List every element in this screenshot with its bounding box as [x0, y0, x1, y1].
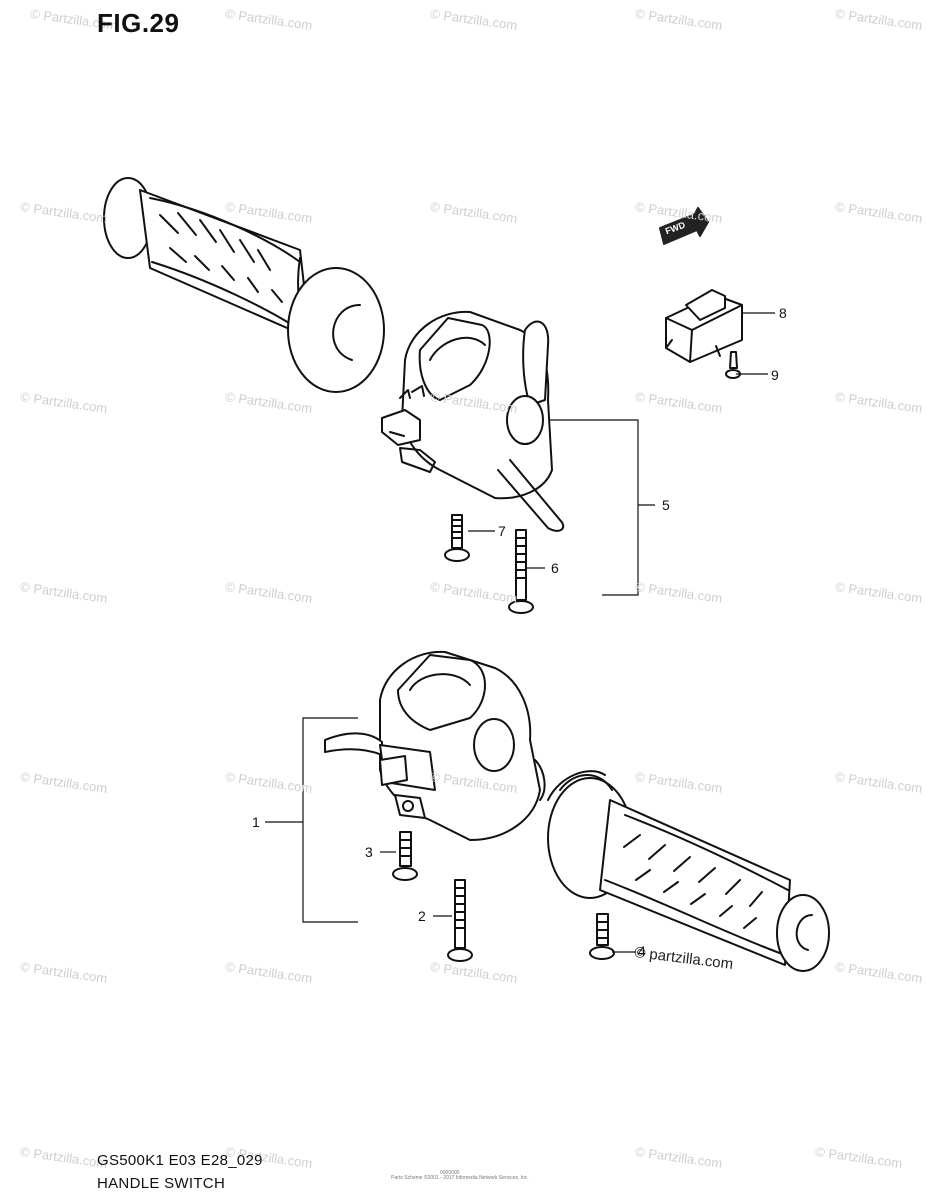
left-grip-icon	[103, 177, 385, 393]
figure-name: HANDLE SWITCH	[97, 1175, 226, 1192]
right-grip-icon	[547, 770, 830, 972]
callout-3[interactable]: 3	[365, 844, 373, 860]
callout-2[interactable]: 2	[418, 908, 426, 924]
small-code: 0000000	[440, 1170, 460, 1176]
figure-title: FIG.29	[97, 8, 180, 38]
model-code: GS500K1 E03 E28_029	[97, 1152, 263, 1169]
callout-4[interactable]: 4	[638, 943, 646, 959]
screw-2-icon	[447, 879, 473, 962]
fwd-arrow-icon	[659, 207, 709, 245]
screw-3-icon	[392, 831, 418, 881]
screw-6-icon	[508, 529, 534, 614]
callout-8[interactable]: 8	[779, 305, 787, 321]
callout-5[interactable]: 5	[662, 497, 670, 513]
copyright-notice: Parts Scheme ©2001 - 2017 Infomedia Netw…	[391, 1175, 529, 1181]
callout-6[interactable]: 6	[551, 560, 559, 576]
relay-8-icon	[665, 289, 743, 363]
screw-4-icon	[589, 913, 615, 960]
left-switch-housing-icon	[324, 650, 546, 841]
callout-1[interactable]: 1	[252, 814, 260, 830]
leader-lines	[265, 312, 775, 953]
callout-9[interactable]: 9	[771, 367, 779, 383]
screw-7-icon	[444, 514, 470, 562]
right-switch-housing-icon	[381, 310, 565, 532]
callout-7[interactable]: 7	[498, 523, 506, 539]
